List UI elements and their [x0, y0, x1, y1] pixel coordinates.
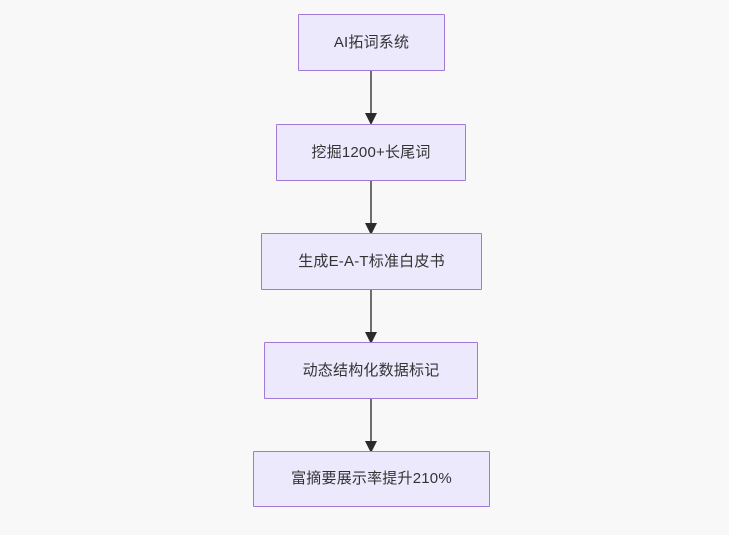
flow-node-3[interactable]: 生成E-A-T标准白皮书	[261, 233, 482, 290]
arrowhead-icon	[365, 223, 377, 235]
flow-edge-4	[365, 397, 377, 453]
flow-edge-2	[365, 179, 377, 235]
flow-node-5-label: 富摘要展示率提升210%	[291, 470, 452, 487]
arrowhead-icon	[365, 441, 377, 453]
flow-node-4-label: 动态结构化数据标记	[302, 361, 440, 379]
flow-node-4[interactable]: 动态结构化数据标记	[264, 342, 478, 399]
flow-node-1-label: AI拓词系统	[333, 33, 410, 51]
arrowhead-icon	[365, 113, 377, 125]
flow-node-5[interactable]: 富摘要展示率提升210%	[253, 451, 490, 507]
flow-node-3-label: 生成E-A-T标准白皮书	[298, 252, 445, 270]
flow-node-1[interactable]: AI拓词系统	[298, 14, 445, 71]
flow-node-2[interactable]: 挖掘1200+长尾词	[276, 124, 466, 181]
flow-edge-1	[365, 69, 377, 125]
arrowhead-icon	[365, 332, 377, 344]
flow-edge-3	[365, 288, 377, 344]
flow-node-2-label: 挖掘1200+长尾词	[311, 143, 431, 161]
